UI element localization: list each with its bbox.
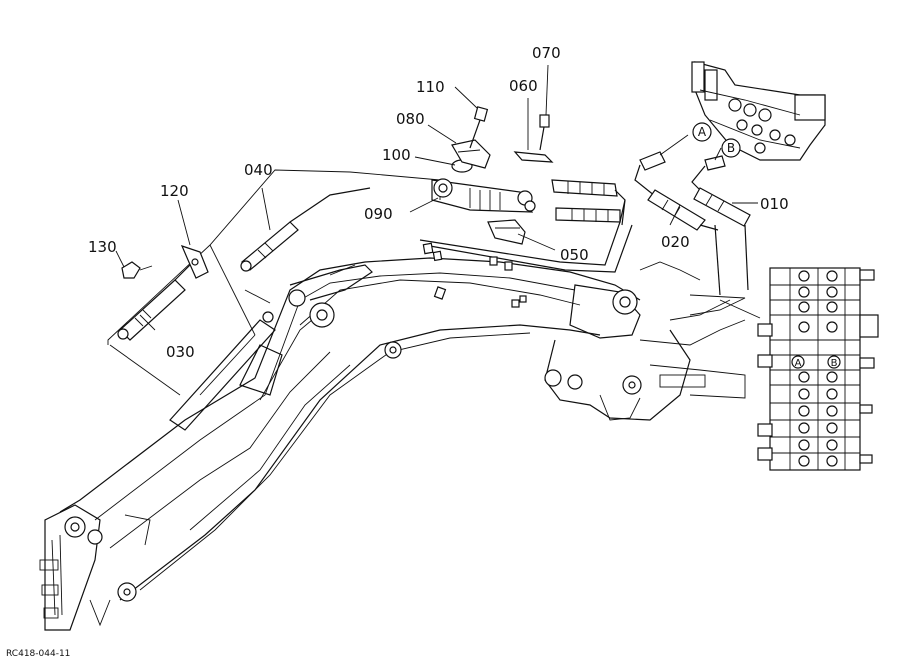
port-marker-a: A [692,122,712,142]
label-080: 080 [396,110,425,128]
boom-pivot [288,264,402,359]
part-110-bolt [469,106,489,149]
hose-fittings-right [551,179,626,226]
label-010: 010 [760,195,789,213]
part-130-bolt [121,261,153,279]
label-020: 020 [661,233,690,251]
part-080-clamp [451,139,491,169]
label-030: 030 [166,343,195,361]
port-marker-b: B [721,138,741,158]
part-030-hose [117,264,191,341]
part-010-hose [691,155,751,227]
port-label-a: A [698,125,707,139]
part-060-plate [513,151,554,163]
label-090: 090 [364,205,393,223]
control-valve-side-view [757,267,879,471]
drawing-id: RC418-044-11 [6,649,70,659]
swing-bracket-assembly [544,261,746,421]
boom-assembly [59,257,641,601]
control-valve-assembly [691,61,826,161]
label-070: 070 [532,44,561,62]
boom-cylinder [169,311,276,431]
arm-bucket-assembly [39,504,151,631]
part-120-bracket [180,245,209,279]
port-label-b: B [727,141,735,155]
leader-lines [115,64,758,331]
label-120: 120 [160,182,189,200]
part-090-block [431,178,536,213]
part-020-hose [634,151,719,231]
label-050: 050 [560,246,589,264]
label-130: 130 [88,238,117,256]
valve-port-label-b: B [831,358,838,369]
label-100: 100 [382,146,411,164]
part-050-block [487,219,526,245]
label-110: 110 [416,78,445,96]
part-040-hose [240,187,371,272]
label-040: 040 [244,161,273,179]
part-070-bolt [539,114,550,151]
part-number-labels: 010 020 030 040 050 060 070 080 090 100 … [88,44,789,361]
valve-port-label-a: A [795,358,802,369]
label-060: 060 [509,77,538,95]
hose-clamps [422,242,527,308]
